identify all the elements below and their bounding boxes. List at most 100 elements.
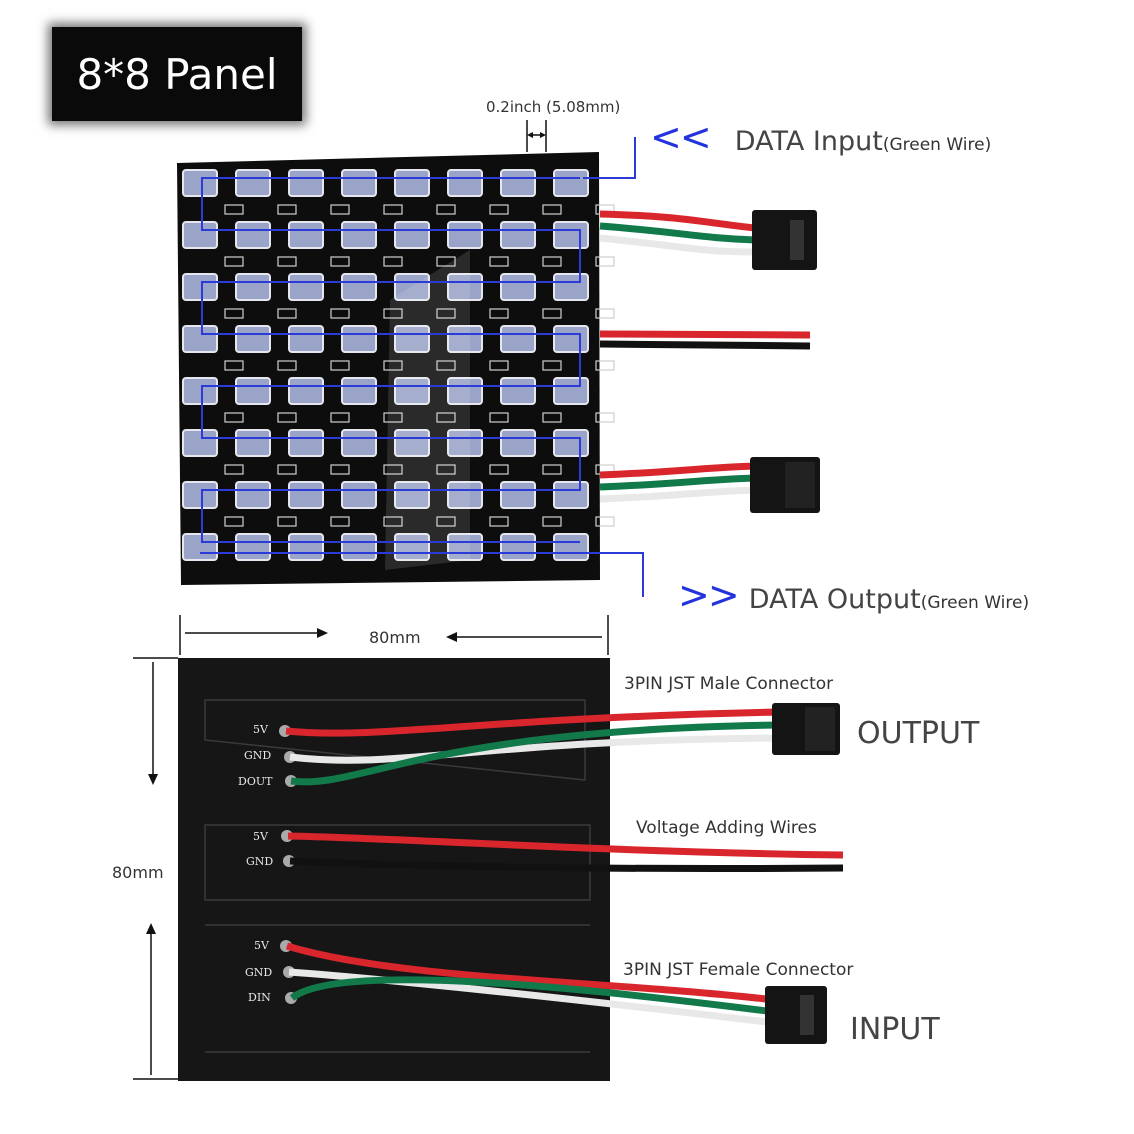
height-arrowhead-top <box>148 774 158 785</box>
back-female-connector-pins <box>800 995 814 1035</box>
capacitor-6-6 <box>542 516 562 527</box>
capacitor-4-5 <box>489 412 509 423</box>
capacitor-2-1 <box>277 308 297 319</box>
back-male-connector-shroud <box>805 707 835 751</box>
pitch-arrowhead-left <box>527 132 533 138</box>
led-4-1 <box>235 377 271 405</box>
top-female-connector-pins <box>790 220 804 260</box>
led-0-4 <box>394 169 430 197</box>
back-out-red-wire <box>285 708 781 737</box>
led-3-3 <box>341 325 377 353</box>
led-7-7 <box>553 533 589 561</box>
capacitor-1-0 <box>224 256 244 267</box>
pin-label-g2-5v: 5V <box>253 830 268 843</box>
top-power-red-wire <box>599 330 811 339</box>
top-input-red-wire <box>599 210 756 232</box>
led-6-0 <box>182 481 218 509</box>
capacitor-0-0 <box>224 204 244 215</box>
back-power-black-wire <box>289 857 844 873</box>
capacitor-2-7 <box>595 308 615 319</box>
capacitor-4-4 <box>436 412 456 423</box>
pcb-front <box>177 152 600 585</box>
led-1-2 <box>288 221 324 249</box>
data-input-label: << DATA Input(Green Wire) <box>650 115 991 159</box>
data-path-line <box>201 177 581 543</box>
capacitor-5-2 <box>330 464 350 475</box>
capacitor-3-5 <box>489 360 509 371</box>
led-0-5 <box>447 169 483 197</box>
capacitor-0-1 <box>277 204 297 215</box>
led-7-1 <box>235 533 271 561</box>
capacitor-5-0 <box>224 464 244 475</box>
capacitor-2-6 <box>542 308 562 319</box>
led-6-3 <box>341 481 377 509</box>
back-power-red-wire <box>287 832 844 859</box>
led-0-7 <box>553 169 589 197</box>
led-4-5 <box>447 377 483 405</box>
back-in-green-wire <box>289 976 776 1016</box>
led-1-5 <box>447 221 483 249</box>
capacitor-5-6 <box>542 464 562 475</box>
capacitor-2-4 <box>436 308 456 319</box>
capacitor-3-1 <box>277 360 297 371</box>
led-4-3 <box>341 377 377 405</box>
back-in-red-wire <box>285 942 776 1004</box>
led-0-0 <box>182 169 218 197</box>
male-connector-label: 3PIN JST Male Connector <box>624 674 834 694</box>
led-7-0 <box>182 533 218 561</box>
led-2-3 <box>341 273 377 301</box>
led-1-7 <box>553 221 589 249</box>
capacitor-1-2 <box>330 256 350 267</box>
pin-label-g1-dout: DOUT <box>238 775 273 788</box>
capacitor-5-4 <box>436 464 456 475</box>
led-1-4 <box>394 221 430 249</box>
led-2-2 <box>288 273 324 301</box>
pin-label-g1-gnd: GND <box>244 749 272 762</box>
pin-label-g3-din: DIN <box>248 991 271 1004</box>
led-4-6 <box>500 377 536 405</box>
top-female-connector <box>752 210 817 270</box>
led-3-0 <box>182 325 218 353</box>
input-label: INPUT <box>850 1012 940 1047</box>
capacitor-4-1 <box>277 412 297 423</box>
capacitor-6-0 <box>224 516 244 527</box>
data-output-main: DATA Output <box>748 584 921 615</box>
pitch-arrowhead-right <box>540 132 546 138</box>
capacitor-2-2 <box>330 308 350 319</box>
led-0-3 <box>341 169 377 197</box>
top-input-green-wire <box>599 222 756 244</box>
led-5-2 <box>288 429 324 457</box>
led-4-7 <box>553 377 589 405</box>
capacitor-4-2 <box>330 412 350 423</box>
height-arrowhead-bottom <box>146 923 156 934</box>
led-2-4 <box>394 273 430 301</box>
back-in-white-wire <box>288 968 776 1027</box>
top-male-connector-shroud <box>785 462 815 508</box>
capacitor-6-5 <box>489 516 509 527</box>
capacitor-1-1 <box>277 256 297 267</box>
led-2-7 <box>553 273 589 301</box>
pin-label-g1-5v: 5V <box>253 723 268 736</box>
capacitor-3-2 <box>330 360 350 371</box>
back-female-connector <box>765 986 827 1044</box>
led-5-3 <box>341 429 377 457</box>
led-3-1 <box>235 325 271 353</box>
led-3-5 <box>447 325 483 353</box>
capacitor-5-5 <box>489 464 509 475</box>
capacitor-1-4 <box>436 256 456 267</box>
capacitor-4-3 <box>383 412 403 423</box>
capacitor-3-4 <box>436 360 456 371</box>
top-output-white-wire <box>599 486 763 503</box>
capacitor-4-7 <box>595 412 615 423</box>
capacitor-5-3 <box>383 464 403 475</box>
led-2-1 <box>235 273 271 301</box>
capacitor-0-5 <box>489 204 509 215</box>
led-7-6 <box>500 533 536 561</box>
capacitor-1-6 <box>542 256 562 267</box>
capacitor-2-3 <box>383 308 403 319</box>
pin-label-g2-gnd: GND <box>246 855 274 868</box>
top-output-red-wire <box>599 462 763 479</box>
capacitor-3-6 <box>542 360 562 371</box>
capacitor-6-7 <box>595 516 615 527</box>
back-trace-1 <box>204 699 586 781</box>
